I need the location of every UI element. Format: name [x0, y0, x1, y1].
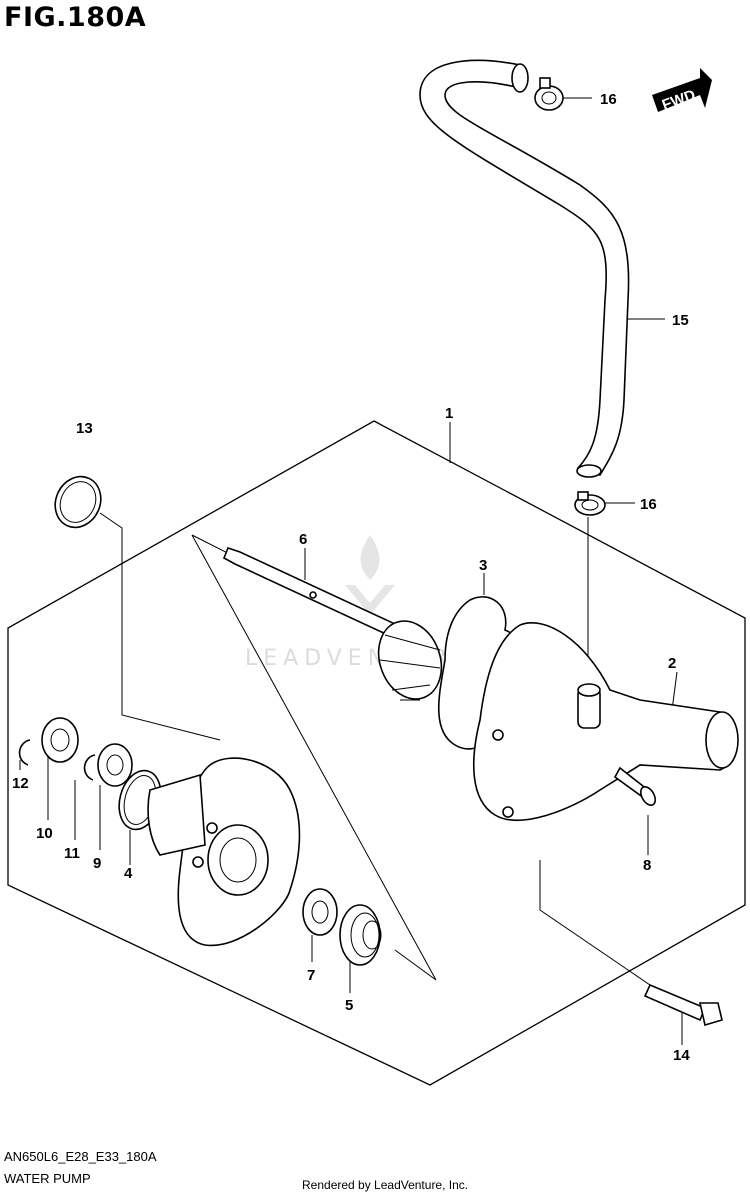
- impeller-and-shaft: [222, 547, 443, 701]
- cover-screw: [613, 766, 657, 806]
- callout-16-upper: 16: [600, 91, 617, 108]
- bearing-outer: [41, 717, 79, 763]
- circlip-outer: [18, 739, 31, 766]
- callout-11: 11: [64, 845, 80, 862]
- callout-10: 10: [36, 825, 53, 842]
- circlip-inner: [83, 754, 96, 781]
- mechanical-seal: [339, 904, 382, 966]
- callout-15: 15: [672, 312, 689, 329]
- callout-labels: 1 2 3 4 5 6 7 8 9 10 11 12 13 14 15 16 1…: [12, 91, 690, 1064]
- figure-title: FIG.180A: [4, 2, 147, 33]
- assembly-outline: [7, 420, 746, 1086]
- callout-2: 2: [668, 655, 676, 672]
- bearing-inner: [97, 743, 133, 787]
- o-ring-large: [54, 475, 102, 529]
- leader-lines: [19, 97, 683, 1045]
- callout-1: 1: [445, 405, 453, 422]
- callout-4: 4: [124, 865, 133, 882]
- pump-cover: [472, 622, 739, 821]
- callout-12: 12: [12, 775, 29, 792]
- callout-16-lower: 16: [640, 496, 657, 513]
- callout-3: 3: [479, 557, 487, 574]
- hose-clamp-upper: [534, 77, 564, 111]
- oil-seal: [302, 888, 338, 936]
- callout-8: 8: [643, 857, 651, 874]
- pump-body: [147, 757, 301, 947]
- forward-direction-arrow: FWD: [652, 68, 712, 114]
- flange-bolt: [643, 983, 723, 1027]
- callout-9: 9: [93, 855, 101, 872]
- callout-7: 7: [307, 967, 315, 984]
- callout-13: 13: [76, 420, 93, 437]
- model-code: AN650L6_E28_E33_180A: [4, 1149, 157, 1164]
- coolant-hose: [419, 59, 630, 478]
- callout-5: 5: [345, 997, 353, 1014]
- callout-14: 14: [673, 1047, 690, 1064]
- rendered-by-credit: Rendered by LeadVenture, Inc.: [302, 1178, 469, 1192]
- section-name: WATER PUMP: [4, 1171, 91, 1186]
- callout-6: 6: [299, 531, 307, 548]
- hose-clamp-lower: [574, 491, 606, 516]
